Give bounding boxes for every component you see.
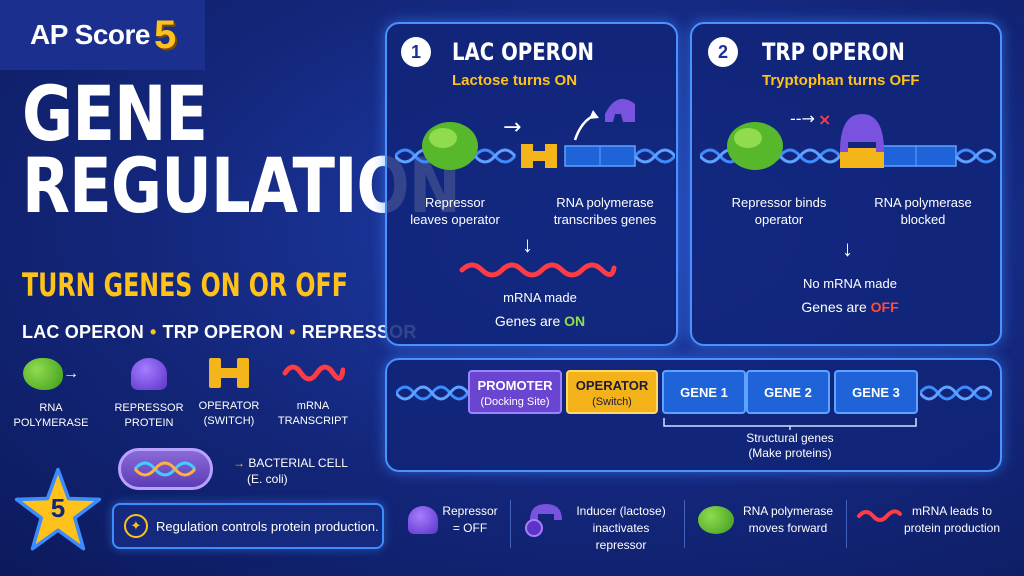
divider: [846, 500, 847, 548]
operator-icon: [209, 358, 249, 388]
structural-bracket: [663, 418, 917, 430]
divider: [510, 500, 511, 548]
dna-left-icon: [396, 385, 468, 401]
lac-down-arrow: ↓: [522, 232, 533, 257]
bacterial-cell-icon: [118, 448, 213, 490]
lightbulb-icon: ✦: [124, 514, 148, 538]
repressor-small-icon: [408, 506, 438, 534]
trp-operon-panel: [690, 22, 1002, 346]
trp-genes-state: Genes are OFF: [801, 299, 899, 315]
lac-genes-state: Genes are ON: [494, 313, 586, 329]
trp-subtitle: Tryptophan turns OFF: [762, 72, 920, 89]
lac-mrna-icon: [459, 262, 617, 278]
star-number: 5: [50, 493, 66, 523]
title-line-2: REGULATION: [22, 141, 461, 230]
bacterial-cell-label: → BACTERIAL CELL(E. coli): [233, 456, 348, 486]
rna-polymerase-icon: [23, 358, 63, 390]
lac-result: mRNA made: [503, 290, 577, 305]
bottom-legend-inducer: Inducer (lactose)inactivates repressor: [576, 504, 666, 552]
svg-text:→: →: [503, 115, 521, 140]
svg-text:--→: --→: [790, 109, 815, 128]
logo-number: 5: [154, 12, 177, 57]
subtitle: TURN GENES ON OR OFF: [22, 266, 348, 304]
lac-title: LAC OPERON: [452, 38, 595, 66]
inducer-icon: [525, 504, 562, 537]
trp-badge: 2: [708, 37, 738, 67]
topic-lac: LAC OPERON: [22, 322, 145, 342]
trp-down-arrow: ↓: [842, 236, 853, 261]
rna-polymerase-small-icon: [698, 506, 734, 534]
repressor-icon: [131, 358, 167, 390]
lac-badge: 1: [401, 37, 431, 67]
trp-title: TRP OPERON: [762, 38, 905, 66]
operator-segment: OPERATOR(Switch): [566, 370, 658, 414]
title-line-1: GENE: [22, 69, 208, 158]
mrna-small-icon: [857, 509, 902, 522]
promoter-segment: PROMOTER(Docking Site): [468, 370, 562, 414]
gene-1-segment: GENE 1: [662, 370, 746, 414]
logo-text: AP Score: [30, 19, 151, 50]
trp-diagram: --→ ×: [700, 109, 996, 170]
lac-subtitle: Lactose turns ON: [452, 72, 578, 89]
lac-operon-panel: [385, 22, 678, 346]
divider: [684, 500, 685, 548]
gene-2-segment: GENE 2: [746, 370, 830, 414]
logo: AP Score 5: [0, 0, 205, 70]
bottom-legend-repressor: Repressor= OFF: [442, 504, 498, 535]
mrna-icon: [282, 364, 346, 382]
gene-3-segment: GENE 3: [834, 370, 918, 414]
tip-box: ✦ Regulation controls protein production…: [112, 503, 384, 549]
tip-text: Regulation controls protein production.: [156, 518, 379, 534]
trp-result: No mRNA made: [803, 276, 897, 291]
topics: LAC OPERON•TRP OPERON•REPRESSOR: [22, 322, 417, 342]
dna-right-icon: [920, 385, 992, 401]
star-icon: [14, 467, 102, 551]
legend-operator: OPERATOR(SWITCH): [184, 358, 274, 429]
structural-genes-label: Structural genes(Make proteins): [746, 431, 834, 460]
lac-diagram: →: [395, 98, 675, 170]
svg-text:×: ×: [818, 110, 831, 129]
topic-trp: TRP OPERON: [162, 322, 284, 342]
